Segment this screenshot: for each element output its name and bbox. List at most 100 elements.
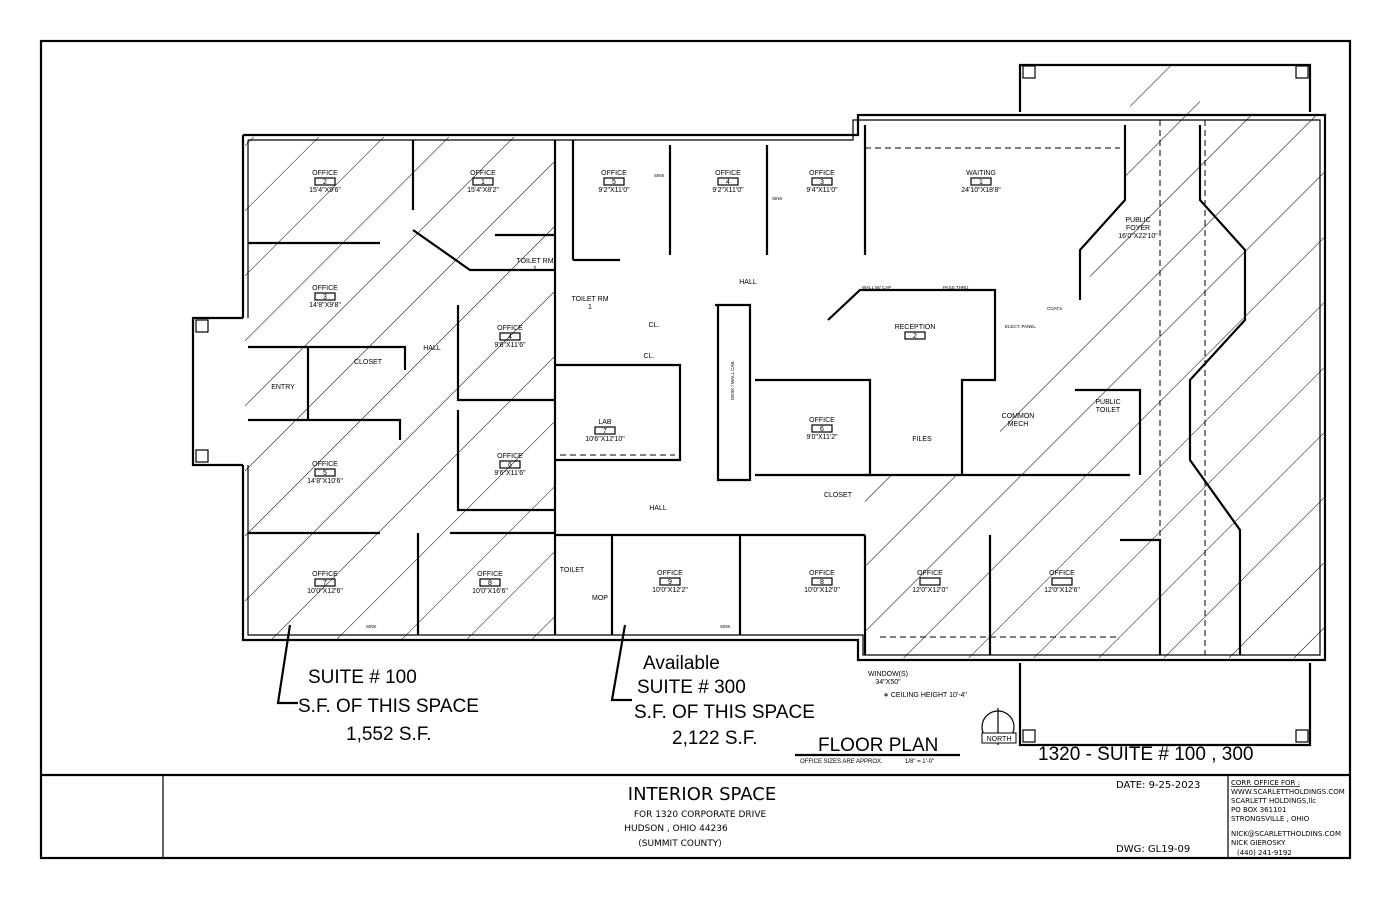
svg-text:OFFICE: OFFICE (312, 170, 338, 177)
svg-text:9'0"X11'2": 9'0"X11'2" (806, 434, 838, 441)
common-area-hatch (865, 115, 1325, 658)
svg-text:OFFICE: OFFICE (470, 170, 496, 177)
svg-text:CORP. OFFICE FOR :: CORP. OFFICE FOR : (1231, 779, 1300, 787)
svg-text:10'0"X12'2": 10'0"X12'2" (652, 587, 688, 594)
svg-text:FOYER: FOYER (1126, 225, 1150, 232)
svg-text:DESK / WALL CAB.: DESK / WALL CAB. (730, 360, 735, 400)
room-office-3-300: OFFICE 39'4"X11'0" (806, 170, 838, 194)
svg-text:2: 2 (323, 179, 327, 186)
svg-text:(440) 241-9192: (440) 241-9192 (1237, 849, 1292, 857)
svg-text:PUBLIC: PUBLIC (1125, 217, 1150, 224)
svg-text:8: 8 (820, 579, 824, 586)
room-office-b: OFFICE 12'0"X12'6" (1044, 570, 1080, 594)
svg-text:SINK: SINK (366, 624, 377, 629)
svg-text:2: 2 (913, 333, 917, 340)
entry-label: ENTRY (271, 384, 295, 391)
svg-text:CL.: CL. (649, 322, 660, 329)
svg-text:STRONGSVILLE , OHIO: STRONGSVILLE , OHIO (1231, 815, 1310, 823)
svg-text:8: 8 (488, 580, 492, 587)
sheet-border (39, 39, 1352, 860)
svg-text:2,122 S.F.: 2,122 S.F. (672, 728, 758, 749)
svg-text:OFFICE: OFFICE (917, 570, 943, 577)
svg-text:WWW.SCARLETTHOLDINGS.COM: WWW.SCARLETTHOLDINGS.COM (1231, 788, 1345, 796)
svg-text:PO BOX 361101: PO BOX 361101 (1231, 806, 1286, 814)
svg-text:WALL W/ CAP: WALL W/ CAP (862, 285, 891, 290)
svg-text:1: 1 (533, 266, 537, 273)
svg-text:OFFICE: OFFICE (657, 570, 683, 577)
svg-text:MECH: MECH (1008, 421, 1029, 428)
svg-text:7: 7 (323, 580, 327, 587)
svg-text:1/8" = 1'-0": 1/8" = 1'-0" (905, 759, 934, 765)
building-walls (191, 63, 1327, 747)
svg-text:5: 5 (612, 179, 616, 186)
svg-text:SUITE # 100: SUITE # 100 (308, 667, 417, 688)
svg-text:10'0"X16'6": 10'0"X16'6" (472, 588, 508, 595)
svg-text:(SUMMIT COUNTY): (SUMMIT COUNTY) (638, 839, 722, 849)
closet-label: CLOSET (354, 359, 383, 366)
svg-text:15'4"X8'2": 15'4"X8'2" (467, 187, 499, 194)
svg-text:4: 4 (726, 179, 730, 186)
svg-text:S.F. OF THIS SPACE: S.F. OF THIS SPACE (634, 702, 815, 723)
svg-text:OFFICE: OFFICE (809, 417, 835, 424)
toilet-rm-label: TOILET RM (516, 258, 553, 265)
svg-text:S.F. OF THIS SPACE: S.F. OF THIS SPACE (298, 696, 479, 717)
svg-text:FOR 1320 CORPORATE DRIVE: FOR 1320 CORPORATE DRIVE (634, 810, 767, 820)
svg-text:OFFICE: OFFICE (601, 170, 627, 177)
svg-text:1320 - SUITE # 100 , 300: 1320 - SUITE # 100 , 300 (1038, 744, 1253, 765)
svg-text:DWG: GL19-09: DWG: GL19-09 (1116, 844, 1190, 855)
title-block: INTERIOR SPACE FOR 1320 CORPORATE DRIVE … (624, 779, 1345, 857)
svg-text:1,552 S.F.: 1,552 S.F. (346, 724, 432, 745)
svg-text:14'8"X9'8": 14'8"X9'8" (309, 302, 341, 309)
svg-text:Available: Available (643, 653, 720, 674)
svg-text:SCARLETT HOLDINGS,llc: SCARLETT HOLDINGS,llc (1231, 797, 1316, 805)
svg-text:WAITING: WAITING (966, 170, 996, 177)
svg-text:SINK: SINK (772, 196, 783, 201)
svg-text:OFFICE: OFFICE (809, 170, 835, 177)
svg-text:16'0"X22'10": 16'0"X22'10" (1118, 233, 1158, 240)
svg-text:OFFICE: OFFICE (477, 571, 503, 578)
svg-text:OFFICE: OFFICE (497, 325, 523, 332)
svg-text:OFFICE: OFFICE (312, 285, 338, 292)
suite100-hatch (245, 137, 555, 640)
svg-text:1: 1 (979, 179, 983, 186)
svg-text:NORTH: NORTH (987, 736, 1012, 743)
svg-text:FLOOR PLAN: FLOOR PLAN (818, 735, 938, 756)
svg-text:SUITE # 300: SUITE # 300 (637, 677, 746, 698)
svg-text:HUDSON , OHIO 44236: HUDSON , OHIO 44236 (624, 824, 728, 834)
svg-text:TOILET: TOILET (560, 567, 585, 574)
svg-text:5: 5 (323, 470, 327, 477)
annotations: SUITE # 100 S.F. OF THIS SPACE 1,552 S.F… (276, 624, 1253, 765)
svg-text:∗ CEILING HEIGHT 10'-4": ∗ CEILING HEIGHT 10'-4" (883, 692, 967, 699)
svg-text:RECEPTION: RECEPTION (895, 324, 936, 331)
svg-text:HALL: HALL (649, 505, 667, 512)
top-porch-hatch (1130, 65, 1200, 115)
svg-text:SINK: SINK (720, 624, 731, 629)
svg-text:24'10"X18'8": 24'10"X18'8" (961, 187, 1001, 194)
svg-text:3: 3 (820, 179, 824, 186)
svg-text:34"X50": 34"X50" (875, 679, 901, 686)
svg-text:9'2"X11'0": 9'2"X11'0" (598, 187, 630, 194)
svg-text:OFFICE: OFFICE (312, 461, 338, 468)
svg-text:HALL: HALL (739, 279, 757, 286)
svg-text:ELECT. PANEL: ELECT. PANEL (1005, 324, 1036, 329)
svg-text:COMMON: COMMON (1002, 413, 1035, 420)
svg-text:FILES: FILES (912, 436, 932, 443)
svg-text:1: 1 (481, 179, 485, 186)
svg-text:OFFICE: OFFICE (715, 170, 741, 177)
svg-text:12'0"X12'6": 12'0"X12'6" (1044, 587, 1080, 594)
svg-text:9'4"X11'0": 9'4"X11'0" (806, 187, 838, 194)
svg-text:MOP: MOP (592, 595, 608, 602)
svg-text:OFFICE: OFFICE (497, 453, 523, 460)
room-office-8: OFFICE 810'0"X16'6" (472, 571, 508, 595)
svg-text:9'6"X11'6": 9'6"X11'6" (494, 470, 526, 477)
svg-text:OFFICE: OFFICE (1049, 570, 1075, 577)
svg-text:CL.: CL. (644, 353, 655, 360)
